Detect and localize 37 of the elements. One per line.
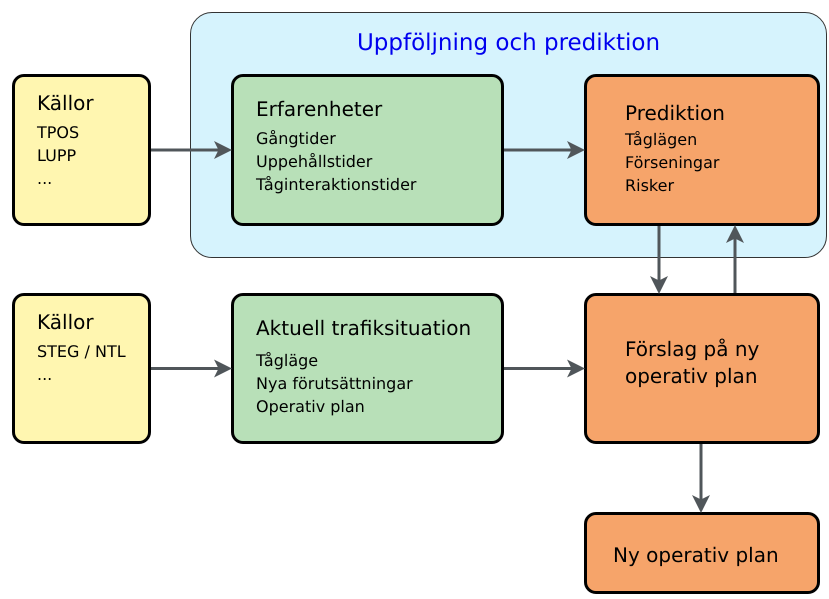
list-item: Operativ plan bbox=[256, 397, 365, 416]
process-box bbox=[231, 293, 504, 444]
arrow bbox=[650, 226, 668, 294]
list-item: LUPP bbox=[37, 146, 76, 165]
box-title: Erfarenheter bbox=[256, 97, 382, 121]
list-item: ... bbox=[37, 365, 52, 384]
arrow bbox=[504, 360, 585, 378]
list-item: Uppehållstider bbox=[256, 152, 372, 171]
group-title: Uppföljning och prediktion bbox=[356, 30, 662, 56]
process-box bbox=[231, 74, 504, 226]
box-title: Prediktion bbox=[625, 101, 725, 125]
group-band bbox=[190, 12, 827, 258]
list-item: STEG / NTL bbox=[37, 342, 126, 361]
output-box bbox=[584, 293, 820, 444]
box-title: Källor bbox=[37, 91, 94, 115]
arrow bbox=[151, 141, 232, 159]
box-title: Ny operativ plan bbox=[613, 542, 780, 569]
list-item: Tågläge bbox=[256, 351, 318, 370]
list-item: Tåginteraktionstider bbox=[256, 175, 416, 194]
box-title: Källor bbox=[37, 310, 94, 334]
list-item: Tåglägen bbox=[625, 130, 698, 149]
output-box bbox=[584, 512, 820, 594]
list-item: ... bbox=[37, 169, 52, 188]
list-item: Risker bbox=[625, 176, 674, 195]
process-box bbox=[584, 74, 820, 226]
list-item: TPOS bbox=[37, 123, 80, 142]
box-title: Förslag på ny operativ plan bbox=[625, 336, 760, 390]
arrow bbox=[726, 225, 744, 293]
arrow bbox=[504, 141, 585, 159]
source-box bbox=[12, 293, 151, 444]
source-box bbox=[12, 74, 151, 226]
box-title: Aktuell trafiksituation bbox=[256, 316, 472, 340]
list-item: Förseningar bbox=[625, 153, 720, 172]
list-item: Nya förutsättningar bbox=[256, 374, 413, 393]
arrow bbox=[692, 444, 710, 513]
arrow bbox=[151, 360, 232, 378]
list-item: Gångtider bbox=[256, 129, 336, 148]
